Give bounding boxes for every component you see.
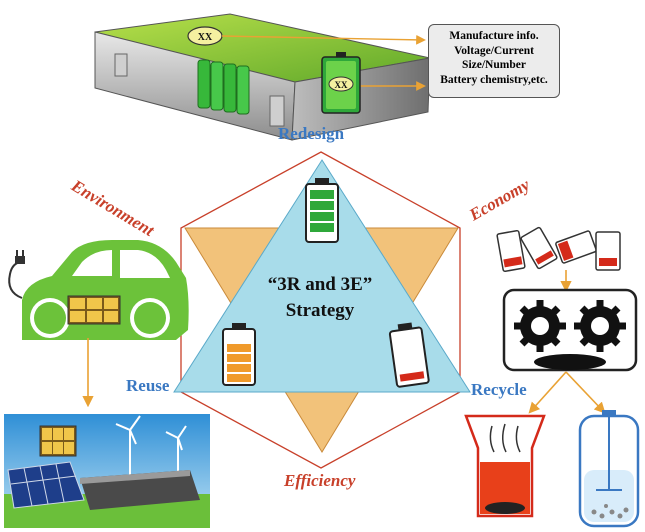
- low-battery-icon: [388, 322, 430, 388]
- half-battery-icon: [222, 323, 256, 386]
- label-reuse: Reuse: [126, 376, 170, 395]
- info-line-4: Battery chemistry,etc.: [440, 73, 548, 86]
- full-battery-icon: [305, 178, 339, 243]
- solar-station-scene: [4, 414, 210, 528]
- strategy-title: “3R and 3E” Strategy: [240, 272, 400, 324]
- info-line-3: Size/Number: [462, 59, 526, 71]
- cell-battery-icon: XX: [321, 52, 361, 114]
- strategy-title-line-1: “3R and 3E”: [267, 274, 373, 295]
- battery-pack: XX: [94, 13, 431, 141]
- info-line-2: Voltage/Current: [454, 44, 534, 57]
- pack-cells: [197, 59, 250, 115]
- label-efficiency: Efficiency: [284, 471, 356, 490]
- spent-batteries-icon: [496, 226, 621, 273]
- label-recycle: Recycle: [471, 380, 527, 399]
- info-line-1: Manufacture info.: [449, 30, 539, 42]
- hydrometallurgy-vessel-icon: [578, 410, 640, 528]
- pyrometallurgy-furnace-icon: [464, 414, 546, 518]
- pack-tag: XX: [198, 32, 213, 43]
- shredder-icon: [502, 288, 638, 372]
- cell-tag: XX: [335, 80, 348, 90]
- battery-info-box: Manufacture info. Voltage/Current Size/N…: [428, 24, 560, 98]
- label-redesign: Redesign: [278, 124, 345, 143]
- hexagon-outline: [180, 151, 461, 469]
- strategy-title-line-2: Strategy: [285, 300, 355, 321]
- electric-car-icon: [8, 240, 189, 340]
